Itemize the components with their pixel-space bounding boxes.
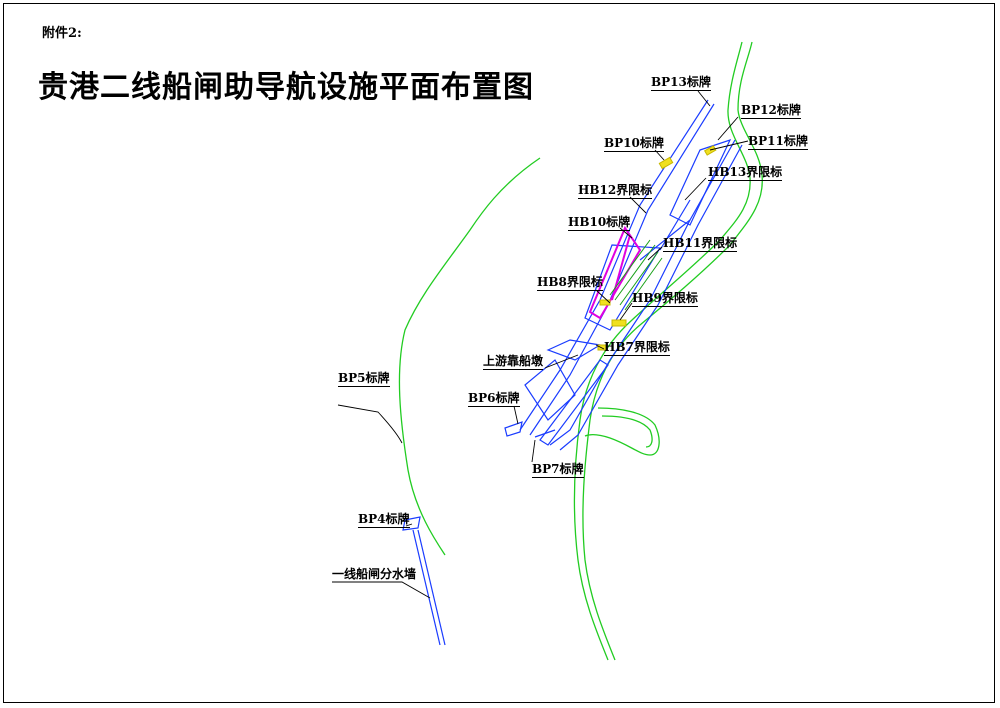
leader-lines [332, 90, 749, 599]
left-bank-line [398, 157, 541, 556]
leader-hb12 [629, 196, 647, 214]
label-hb7: HB7界限标 [604, 340, 670, 356]
marker-hb9 [611, 319, 627, 327]
bp4-area [402, 516, 446, 646]
lower-channel-line-b [559, 144, 743, 451]
label-hb12: HB12界限标 [578, 183, 653, 199]
leader-upstream-pier [544, 354, 579, 369]
leader-bp6 [513, 405, 519, 425]
label-bp13: BP13标牌 [651, 75, 711, 91]
label-bp6: BP6标牌 [468, 391, 520, 407]
bp4-marker [402, 516, 421, 531]
label-hb8: HB8界限标 [537, 275, 603, 291]
leader-bp7 [531, 439, 536, 463]
chamber-hatch [609, 239, 663, 311]
drawing-frame [3, 3, 995, 703]
marker-hb8 [599, 299, 611, 306]
label-bp5: BP5标牌 [338, 371, 390, 387]
label-bp4: BP4标牌 [358, 512, 410, 528]
leader-hb8 [595, 289, 611, 304]
right-bank-line-outer [582, 41, 763, 661]
label-bp10: BP10标牌 [604, 136, 664, 152]
label-hb13: HB13界限标 [708, 165, 783, 181]
label-hb11: HB11界限标 [663, 236, 738, 252]
leader-bp11 [709, 140, 749, 151]
divider-wall-line-a [412, 529, 441, 646]
marker-bp11 [703, 145, 717, 156]
approach-wall [539, 359, 609, 446]
leader-bp4 [405, 523, 413, 527]
label-hb10: HB10标牌 [568, 215, 631, 231]
label-bp12: BP12标牌 [741, 103, 801, 119]
bp6-marker [504, 421, 523, 437]
attachment-label: 附件2: [42, 26, 82, 41]
bp7-marker-line [534, 429, 556, 438]
side-channel-inner [601, 415, 653, 448]
lock-chamber [584, 244, 662, 331]
marker-bp10 [658, 156, 674, 170]
river-banks [398, 41, 763, 661]
leader-bp5 [337, 404, 403, 444]
label-upstream-pier: 上游靠船墩 [483, 354, 544, 370]
leader-hb13 [684, 177, 707, 201]
guide-wall [524, 359, 576, 421]
side-channel [584, 407, 660, 456]
leader-hb7 [595, 344, 605, 350]
label-bp11: BP11标牌 [748, 134, 808, 150]
right-bank-line-inner [573, 41, 751, 661]
leader-hb10 [619, 227, 633, 239]
leader-hb9 [619, 302, 633, 321]
label-divider-wall: 一线船闸分水墙 [332, 567, 417, 581]
page-title: 贵港二线船闸助导航设施平面布置图 [38, 70, 534, 105]
label-bp7: BP7标牌 [532, 462, 584, 478]
lower-channel-line-a [549, 139, 736, 446]
bp6-bp7-area [504, 421, 556, 438]
divider-wall-line-b [417, 529, 446, 646]
highlighted-lock-section [588, 225, 642, 320]
leader-hb11 [647, 246, 663, 261]
label-hb9: HB9界限标 [632, 291, 698, 307]
downstream-channel [669, 138, 732, 226]
leader-bp12 [717, 116, 739, 141]
leader-bp13 [697, 90, 711, 107]
upper-channel-line-b [529, 103, 715, 436]
leader-divider [332, 581, 431, 599]
